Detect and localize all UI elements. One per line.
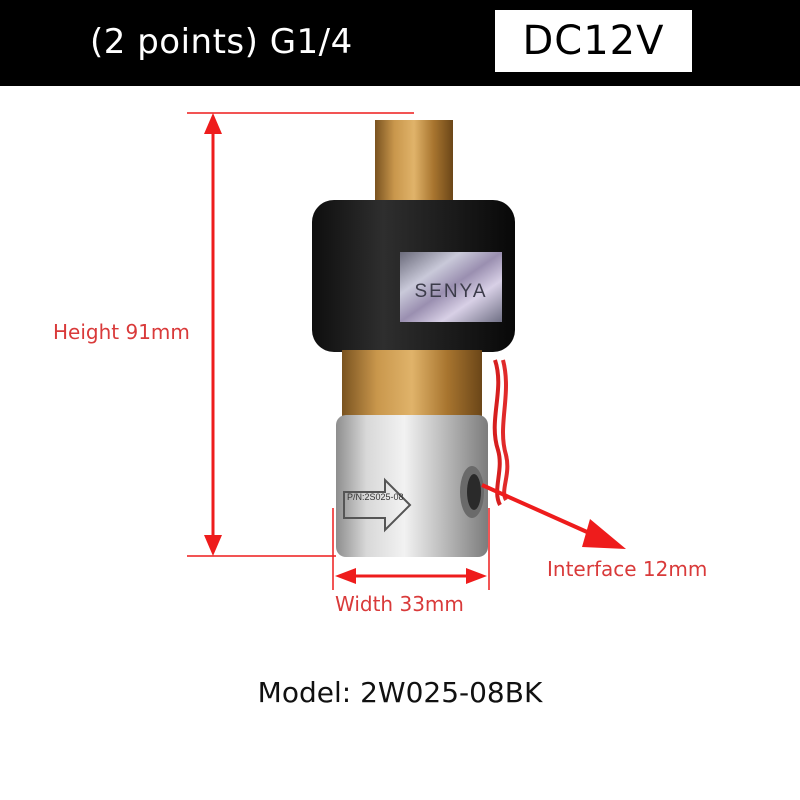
height-arrow-bottom-icon	[204, 535, 222, 556]
voltage-text: DC12V	[522, 18, 665, 64]
voltage-badge: DC12V	[495, 10, 692, 72]
red-wire	[492, 359, 502, 506]
lower-brass-body	[342, 350, 482, 422]
height-arrow-top-icon	[204, 113, 222, 134]
brand-sticker	[400, 252, 502, 322]
header-bar: (2 points) G1/4 DC12V	[0, 0, 800, 86]
model-label: Model: 2W025-08BK	[257, 676, 543, 709]
header-title: (2 points) G1/4	[90, 22, 353, 62]
red-wire	[501, 359, 510, 502]
brand-text: SENYA	[414, 281, 487, 302]
top-brass-fitting	[375, 120, 453, 212]
height-label: Height 91mm	[53, 320, 190, 344]
width-arrow-right-icon	[466, 568, 487, 584]
width-arrow-left-icon	[335, 568, 356, 584]
flow-arrow-icon	[343, 477, 412, 533]
interface-label: Interface 12mm	[547, 557, 708, 581]
width-label: Width 33mm	[335, 592, 464, 616]
part-number-text: P/N:2S025-08	[347, 492, 404, 502]
interface-arrow-icon	[582, 519, 626, 549]
valve-body	[336, 415, 488, 557]
port-hole	[467, 474, 481, 510]
interface-pointer-line	[481, 483, 597, 538]
